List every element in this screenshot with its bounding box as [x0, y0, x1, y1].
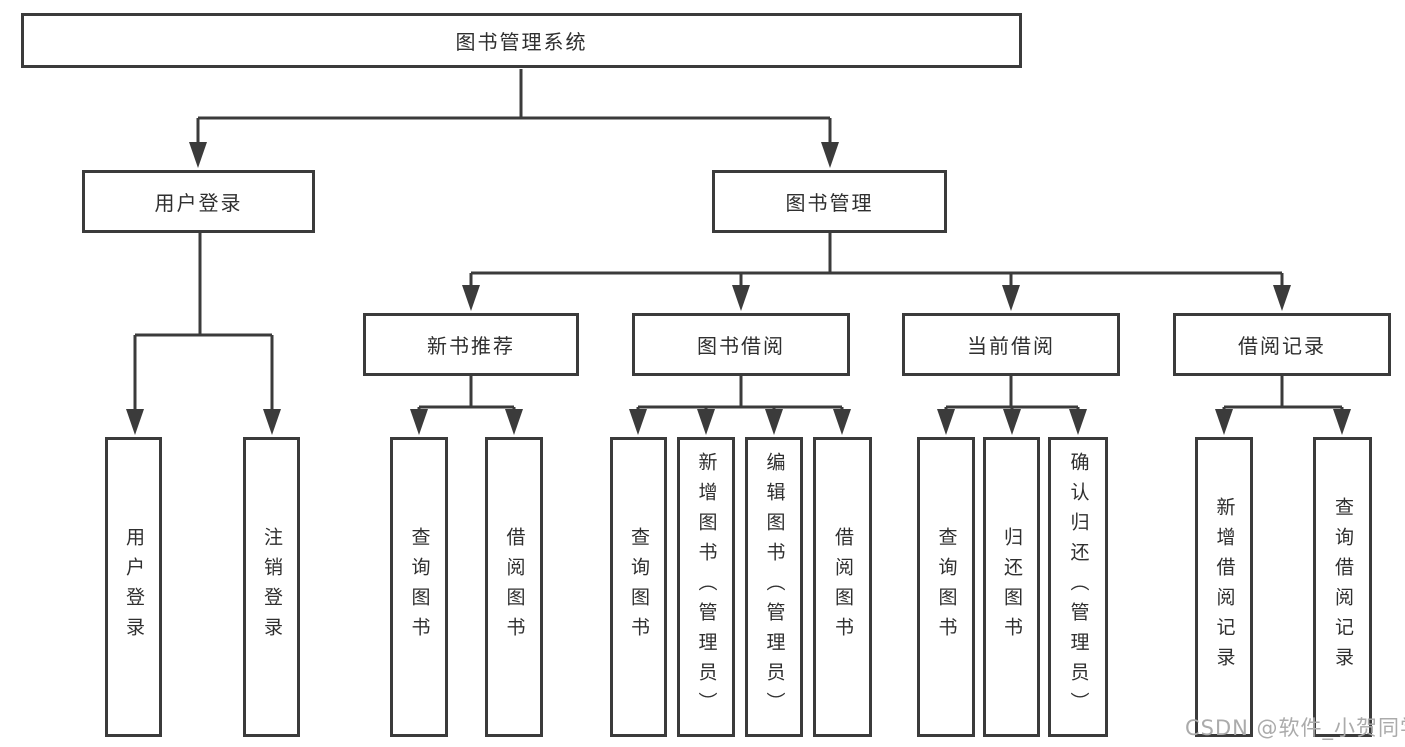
node-book-management: 图书管理	[712, 170, 947, 233]
leaf-borrow-books-recommend-label: 借阅图书	[503, 527, 526, 647]
leaf-query-books-current-label: 查询图书	[935, 527, 958, 647]
node-current-borrowing-label: 当前借阅	[967, 334, 1055, 358]
node-borrow-records: 借阅记录	[1173, 313, 1391, 376]
node-current-borrowing: 当前借阅	[902, 313, 1120, 376]
leaf-logout: 注销登录	[243, 437, 300, 737]
leaf-borrow-books-label: 借阅图书	[832, 527, 854, 647]
leaf-query-books-borrowing-label: 查询图书	[628, 527, 650, 647]
leaf-query-books-borrowing: 查询图书	[610, 437, 667, 737]
node-user-login-label: 用户登录	[154, 191, 243, 215]
node-book-borrowing-label: 图书借阅	[697, 334, 785, 358]
leaf-add-book-admin-label: 新增图书（管理员）	[695, 452, 718, 722]
leaf-query-books-current: 查询图书	[917, 437, 975, 737]
leaf-query-books-recommend: 查询图书	[390, 437, 448, 737]
leaf-borrow-books-recommend: 借阅图书	[485, 437, 543, 737]
leaf-return-book-label: 归还图书	[1001, 527, 1023, 647]
node-borrow-records-label: 借阅记录	[1238, 334, 1326, 358]
leaf-confirm-return-admin-label: 确认归还（管理员）	[1067, 452, 1090, 722]
watermark: CSDN @软件_小贺同学	[1185, 716, 1405, 740]
leaf-edit-book-admin-label: 编辑图书（管理员）	[763, 452, 786, 722]
node-new-book-recommend-label: 新书推荐	[427, 334, 515, 358]
leaf-add-borrow-record-label: 新增借阅记录	[1213, 497, 1236, 677]
arrowheads	[126, 142, 1351, 435]
leaf-add-book-admin: 新增图书（管理员）	[677, 437, 735, 737]
node-root: 图书管理系统	[21, 13, 1022, 68]
leaf-query-books-recommend-label: 查询图书	[408, 527, 431, 647]
leaf-borrow-books: 借阅图书	[813, 437, 872, 737]
node-root-label: 图书管理系统	[455, 30, 588, 54]
leaf-confirm-return-admin: 确认归还（管理员）	[1048, 437, 1108, 737]
node-new-book-recommend: 新书推荐	[363, 313, 579, 376]
leaf-user-login: 用户登录	[105, 437, 162, 737]
leaf-query-borrow-record: 查询借阅记录	[1313, 437, 1372, 737]
leaf-add-borrow-record: 新增借阅记录	[1195, 437, 1253, 737]
leaf-edit-book-admin: 编辑图书（管理员）	[745, 437, 803, 737]
leaf-user-login-label: 用户登录	[123, 527, 145, 647]
node-book-borrowing: 图书借阅	[632, 313, 850, 376]
leaf-return-book: 归还图书	[983, 437, 1040, 737]
leaf-logout-label: 注销登录	[261, 527, 283, 647]
node-book-management-label: 图书管理	[785, 191, 874, 215]
node-user-login: 用户登录	[82, 170, 315, 233]
leaf-query-borrow-record-label: 查询借阅记录	[1332, 497, 1354, 677]
